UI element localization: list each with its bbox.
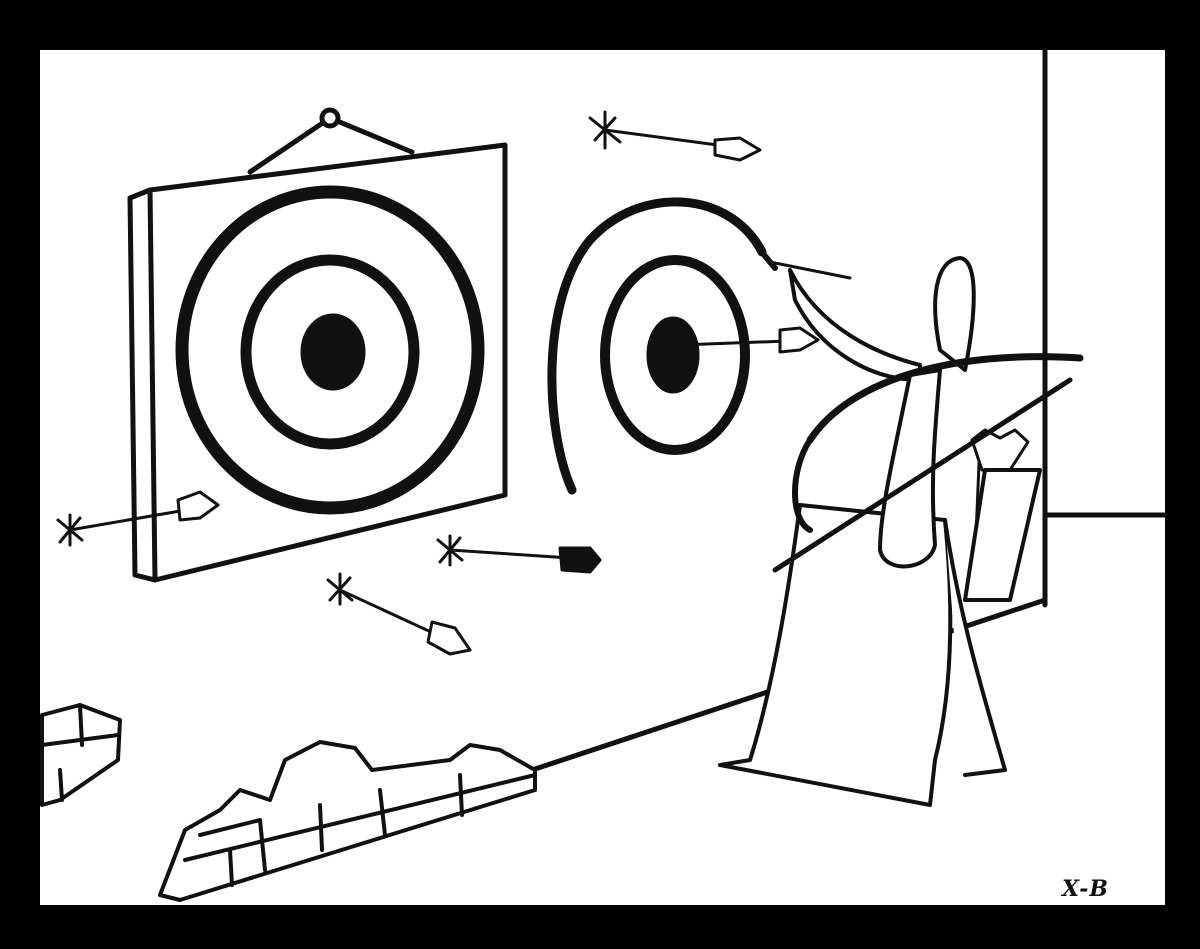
target-board	[127, 107, 508, 583]
bow	[806, 353, 1084, 444]
quiver	[963, 468, 1042, 602]
head	[933, 256, 976, 372]
robe	[718, 503, 953, 807]
arrow	[56, 490, 220, 547]
brick-wall	[40, 703, 537, 902]
arrows	[56, 110, 1030, 656]
phantom-target	[547, 197, 767, 495]
bow-arm	[878, 368, 942, 569]
archer	[718, 256, 1084, 807]
arrow	[326, 572, 472, 656]
artist-signature: X-B	[1062, 876, 1110, 902]
arrow	[588, 110, 762, 162]
bowstring	[772, 377, 1073, 573]
arrow	[436, 534, 602, 574]
arrow	[678, 326, 820, 354]
arrow	[762, 253, 852, 280]
